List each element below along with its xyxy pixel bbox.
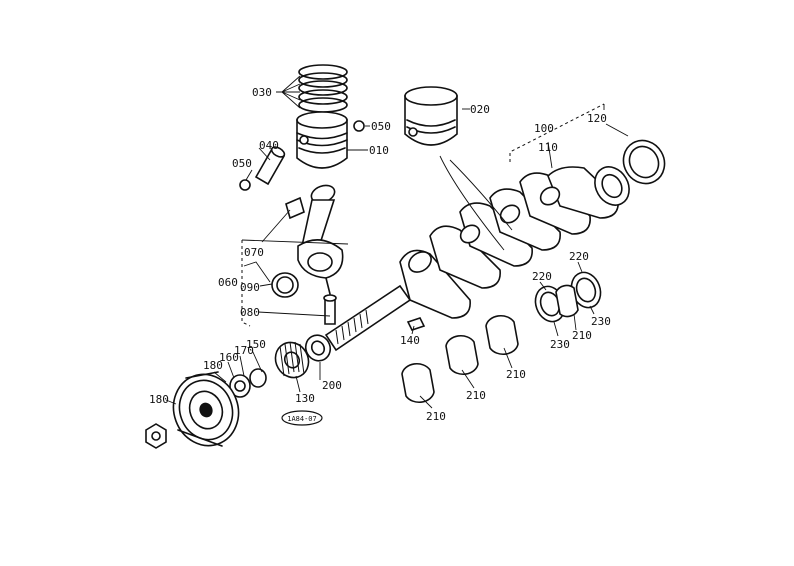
main-bearings	[401, 314, 519, 404]
connecting-rod	[297, 184, 344, 295]
label-110: 110	[538, 141, 558, 154]
label-210-d: 210	[572, 329, 592, 342]
label-020: 020	[470, 103, 490, 116]
crank-pulley	[172, 371, 240, 447]
label-170: 170	[234, 344, 254, 357]
label-080: 080	[240, 306, 260, 319]
label-010: 010	[369, 144, 389, 157]
drawing-code-badge: 1A84-07	[281, 410, 323, 426]
drawing-code: 1A84-07	[287, 415, 317, 423]
label-210-c: 210	[506, 368, 526, 381]
collar	[304, 334, 332, 362]
thrust-washers	[534, 271, 602, 323]
woodruff-key	[406, 317, 426, 331]
label-180-lower: 180	[149, 393, 169, 406]
label-090: 090	[240, 281, 260, 294]
oring-and-collar	[229, 368, 267, 398]
label-140: 140	[400, 334, 420, 347]
piston-rings	[298, 64, 348, 113]
label-220-b: 220	[569, 250, 589, 263]
piston-assembly	[404, 86, 458, 146]
conrod-bolt	[323, 294, 337, 325]
crankshaft-group-bracket	[509, 103, 605, 162]
label-120: 120	[587, 112, 607, 125]
conrod-bearing	[271, 272, 299, 298]
label-220-a: 220	[532, 270, 552, 283]
crankshaft	[324, 166, 630, 352]
label-050-upper: 050	[371, 120, 391, 133]
label-200: 200	[322, 379, 342, 392]
label-030: 030	[252, 86, 272, 99]
small-end-bush	[285, 196, 305, 220]
pulley-nut	[145, 423, 167, 449]
label-230-a: 230	[550, 338, 570, 351]
label-040: 040	[259, 139, 279, 152]
leader-lines	[165, 75, 629, 409]
label-210-a: 210	[426, 410, 446, 423]
piston	[296, 111, 348, 169]
circlips	[239, 120, 365, 191]
label-060: 060	[218, 276, 238, 289]
label-050-lower: 050	[232, 157, 252, 170]
label-230-b: 230	[591, 315, 611, 328]
label-160: 160	[219, 351, 239, 364]
label-210-b: 210	[466, 389, 486, 402]
label-150: 150	[246, 338, 266, 351]
label-100: 100	[534, 122, 554, 135]
part-labels: 030 050 020 010 040 050 070 060 090 080 …	[149, 86, 611, 423]
piston-pin	[254, 146, 286, 186]
label-130: 130	[295, 392, 315, 405]
label-180-upper: 180	[203, 359, 223, 372]
rear-oil-seal	[622, 139, 666, 185]
label-070: 070	[244, 246, 264, 259]
